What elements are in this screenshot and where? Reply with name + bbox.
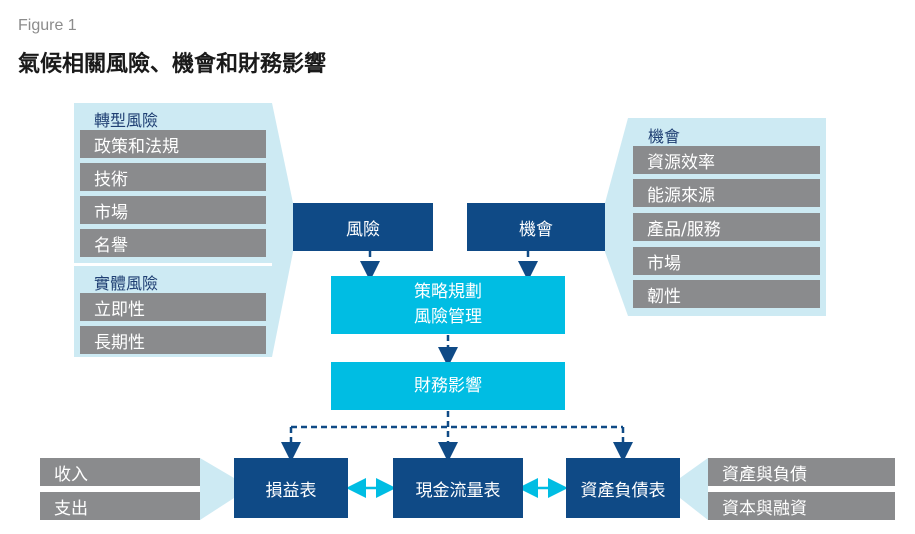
opportunity-item: 市場 bbox=[633, 247, 820, 275]
balance-item: 資產與負債 bbox=[708, 458, 895, 486]
income-funnel bbox=[200, 458, 234, 520]
transition-risk-item: 市場 bbox=[80, 196, 266, 224]
left-funnel bbox=[272, 103, 293, 357]
transition-risk-header: 轉型風險 bbox=[94, 111, 159, 130]
balance-sheet-node: 資產負債表 bbox=[566, 458, 680, 518]
income-item: 支出 bbox=[40, 492, 200, 520]
physical-risk-panel: 實體風險 立即性 長期性 bbox=[74, 266, 272, 357]
balance-item: 資本與融資 bbox=[708, 492, 895, 520]
opportunity-node: 機會 bbox=[467, 203, 605, 251]
cash-flow-node: 現金流量表 bbox=[393, 458, 523, 518]
right-funnel bbox=[605, 118, 628, 316]
opportunity-item: 資源效率 bbox=[633, 146, 820, 174]
physical-risk-header: 實體風險 bbox=[94, 274, 159, 293]
income-item: 收入 bbox=[40, 458, 200, 486]
opportunities-panel: 機會 資源效率 能源來源 產品/服務 市場 韌性 bbox=[628, 118, 826, 316]
figure-label: Figure 1 bbox=[18, 17, 77, 34]
transition-risk-item: 技術 bbox=[80, 163, 266, 191]
opportunity-item: 韌性 bbox=[633, 280, 820, 308]
opportunity-item: 能源來源 bbox=[633, 179, 820, 207]
financial-impact-node: 財務影響 bbox=[331, 362, 565, 410]
risk-node: 風險 bbox=[293, 203, 433, 251]
transition-risk-item: 政策和法規 bbox=[80, 130, 266, 158]
physical-risk-item: 立即性 bbox=[80, 293, 266, 321]
transition-risk-item: 名譽 bbox=[80, 229, 266, 257]
balance-funnel bbox=[680, 458, 708, 520]
opportunities-header: 機會 bbox=[648, 127, 681, 146]
income-statement-node: 損益表 bbox=[234, 458, 348, 518]
strategy-line-2: 風險管理 bbox=[414, 307, 482, 327]
opportunity-item: 產品/服務 bbox=[633, 213, 820, 241]
transition-risk-panel: 轉型風險 政策和法規 技術 市場 名譽 bbox=[74, 103, 272, 263]
strategy-line-1: 策略規劃 bbox=[414, 282, 482, 302]
physical-risk-item: 長期性 bbox=[80, 326, 266, 354]
page-title: 氣候相關風險、機會和財務影響 bbox=[18, 52, 327, 77]
strategy-node: 策略規劃 風險管理 bbox=[331, 276, 565, 334]
